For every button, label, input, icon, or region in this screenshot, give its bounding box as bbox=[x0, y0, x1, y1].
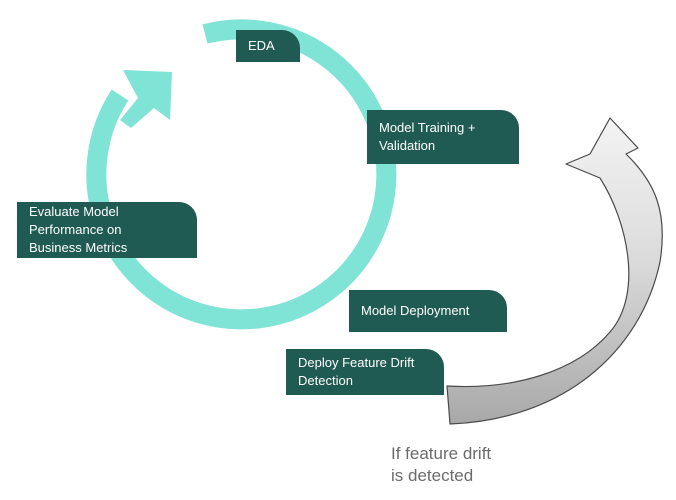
feedback-arrow bbox=[446, 117, 663, 425]
step-drift-detection: Deploy Feature Drift Detection bbox=[286, 349, 444, 395]
step-model-training-label: Model Training + Validation bbox=[379, 120, 476, 153]
step-eda: EDA bbox=[236, 30, 300, 62]
step-model-deployment-label: Model Deployment bbox=[361, 303, 470, 318]
step-eda-label: EDA bbox=[248, 38, 275, 53]
feedback-caption: If feature drift is detected bbox=[391, 444, 492, 485]
step-model-deployment: Model Deployment bbox=[349, 290, 507, 332]
step-model-training: Model Training + Validation bbox=[367, 110, 519, 164]
step-evaluate-model-label: Evaluate Model Performance on Business M… bbox=[29, 204, 128, 255]
step-evaluate-model: Evaluate Model Performance on Business M… bbox=[17, 202, 197, 258]
cycle-arrowhead bbox=[120, 70, 172, 128]
step-drift-detection-label: Deploy Feature Drift Detection bbox=[298, 355, 415, 388]
